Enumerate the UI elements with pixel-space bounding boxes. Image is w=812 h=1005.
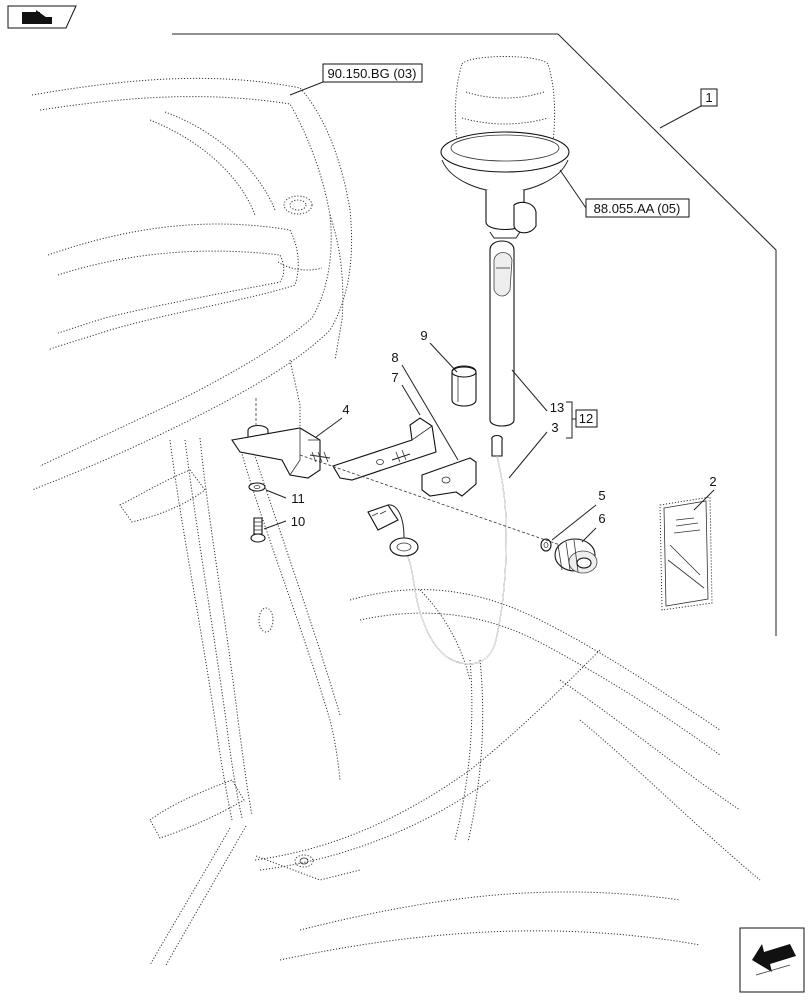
cab-fender-area xyxy=(254,589,761,961)
reference-cab-box[interactable]: 90.150.BG (03) xyxy=(289,63,423,96)
callout-10[interactable]: 10 xyxy=(263,514,305,530)
wiring-harness xyxy=(367,434,507,665)
reference-cab-label: 90.150.BG (03) xyxy=(328,66,417,81)
svg-text:9: 9 xyxy=(420,328,427,343)
bush xyxy=(451,365,477,407)
cab-pillar xyxy=(119,359,341,966)
svg-text:5: 5 xyxy=(598,488,605,503)
washer-nut xyxy=(540,538,598,574)
svg-text:13: 13 xyxy=(550,400,564,415)
callout-6[interactable]: 6 xyxy=(581,511,606,543)
callout-8[interactable]: 8 xyxy=(391,350,459,461)
group-frame-line xyxy=(172,33,777,636)
svg-text:7: 7 xyxy=(391,370,398,385)
clamp-7-8 xyxy=(332,417,477,497)
bracket-4 xyxy=(231,398,331,479)
svg-text:12: 12 xyxy=(579,411,593,426)
svg-text:2: 2 xyxy=(709,474,716,489)
callout-3[interactable]: 3 xyxy=(508,420,559,479)
svg-text:11: 11 xyxy=(291,491,305,506)
book-arrow-icon[interactable] xyxy=(7,5,77,29)
svg-text:1: 1 xyxy=(705,90,712,105)
callout-1[interactable]: 1 xyxy=(659,88,718,129)
manual-booklet xyxy=(659,496,713,611)
svg-text:8: 8 xyxy=(391,350,398,365)
reference-beacon-box[interactable]: 88.055.AA (05) xyxy=(559,169,690,218)
mast-tube xyxy=(489,240,515,427)
washer-screw xyxy=(248,482,266,543)
next-page-arrow-icon[interactable] xyxy=(739,927,805,993)
assembly-axis xyxy=(299,454,561,546)
cab-roof xyxy=(31,77,353,491)
callout-13[interactable]: 13 xyxy=(511,369,564,415)
svg-text:6: 6 xyxy=(598,511,605,526)
svg-text:3: 3 xyxy=(551,420,558,435)
beacon-light xyxy=(440,56,570,239)
svg-text:10: 10 xyxy=(291,514,305,529)
callout-4[interactable]: 4 xyxy=(315,402,350,438)
svg-text:4: 4 xyxy=(342,402,349,417)
reference-beacon-label: 88.055.AA (05) xyxy=(594,201,681,216)
callout-5[interactable]: 5 xyxy=(551,488,606,541)
callout-7[interactable]: 7 xyxy=(391,370,421,416)
callout-11[interactable]: 11 xyxy=(265,489,305,506)
callout-2[interactable]: 2 xyxy=(693,474,717,511)
callout-12[interactable]: 12 xyxy=(566,401,598,439)
callout-9[interactable]: 9 xyxy=(420,328,458,373)
